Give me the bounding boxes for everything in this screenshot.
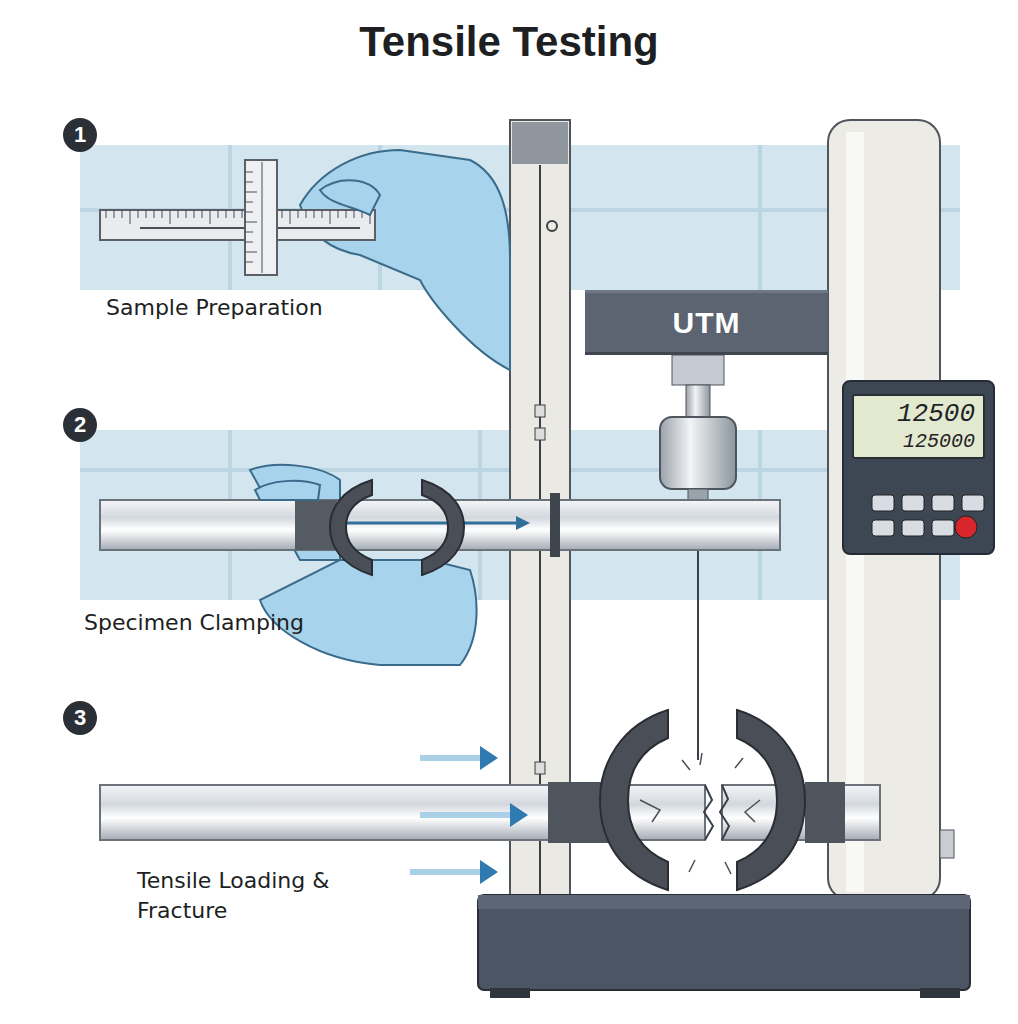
step-circle-fill — [63, 408, 97, 442]
gloved-hand — [300, 150, 510, 370]
load-cell — [660, 355, 736, 760]
ruler — [100, 160, 380, 275]
step-number: 2 — [62, 407, 98, 443]
step-number: 1 — [62, 117, 98, 153]
callout-number: 2 — [74, 412, 86, 438]
machine-crosshead: UTM — [585, 290, 828, 355]
display-reading: 125000 — [862, 430, 975, 453]
step-label: Tensile Loading & Fracture — [137, 866, 387, 925]
step-circle-fill — [63, 118, 97, 152]
callout-number: 3 — [74, 705, 86, 731]
step-circle-fill — [63, 701, 97, 735]
digital-display: 12500125000 — [842, 380, 995, 555]
lcd-screen: 12500125000 — [852, 394, 985, 459]
display-reading: 12500 — [862, 400, 975, 430]
machine-base — [478, 895, 970, 998]
diagram-title: Tensile Testing — [0, 18, 1018, 66]
callout-number: 1 — [74, 122, 86, 148]
machine-label: UTM — [673, 306, 741, 340]
specimen-fracture — [100, 710, 880, 890]
step-label: Specimen Clamping — [84, 608, 404, 638]
step-number: 3 — [62, 700, 98, 736]
step-label: Sample Preparation — [106, 293, 426, 323]
